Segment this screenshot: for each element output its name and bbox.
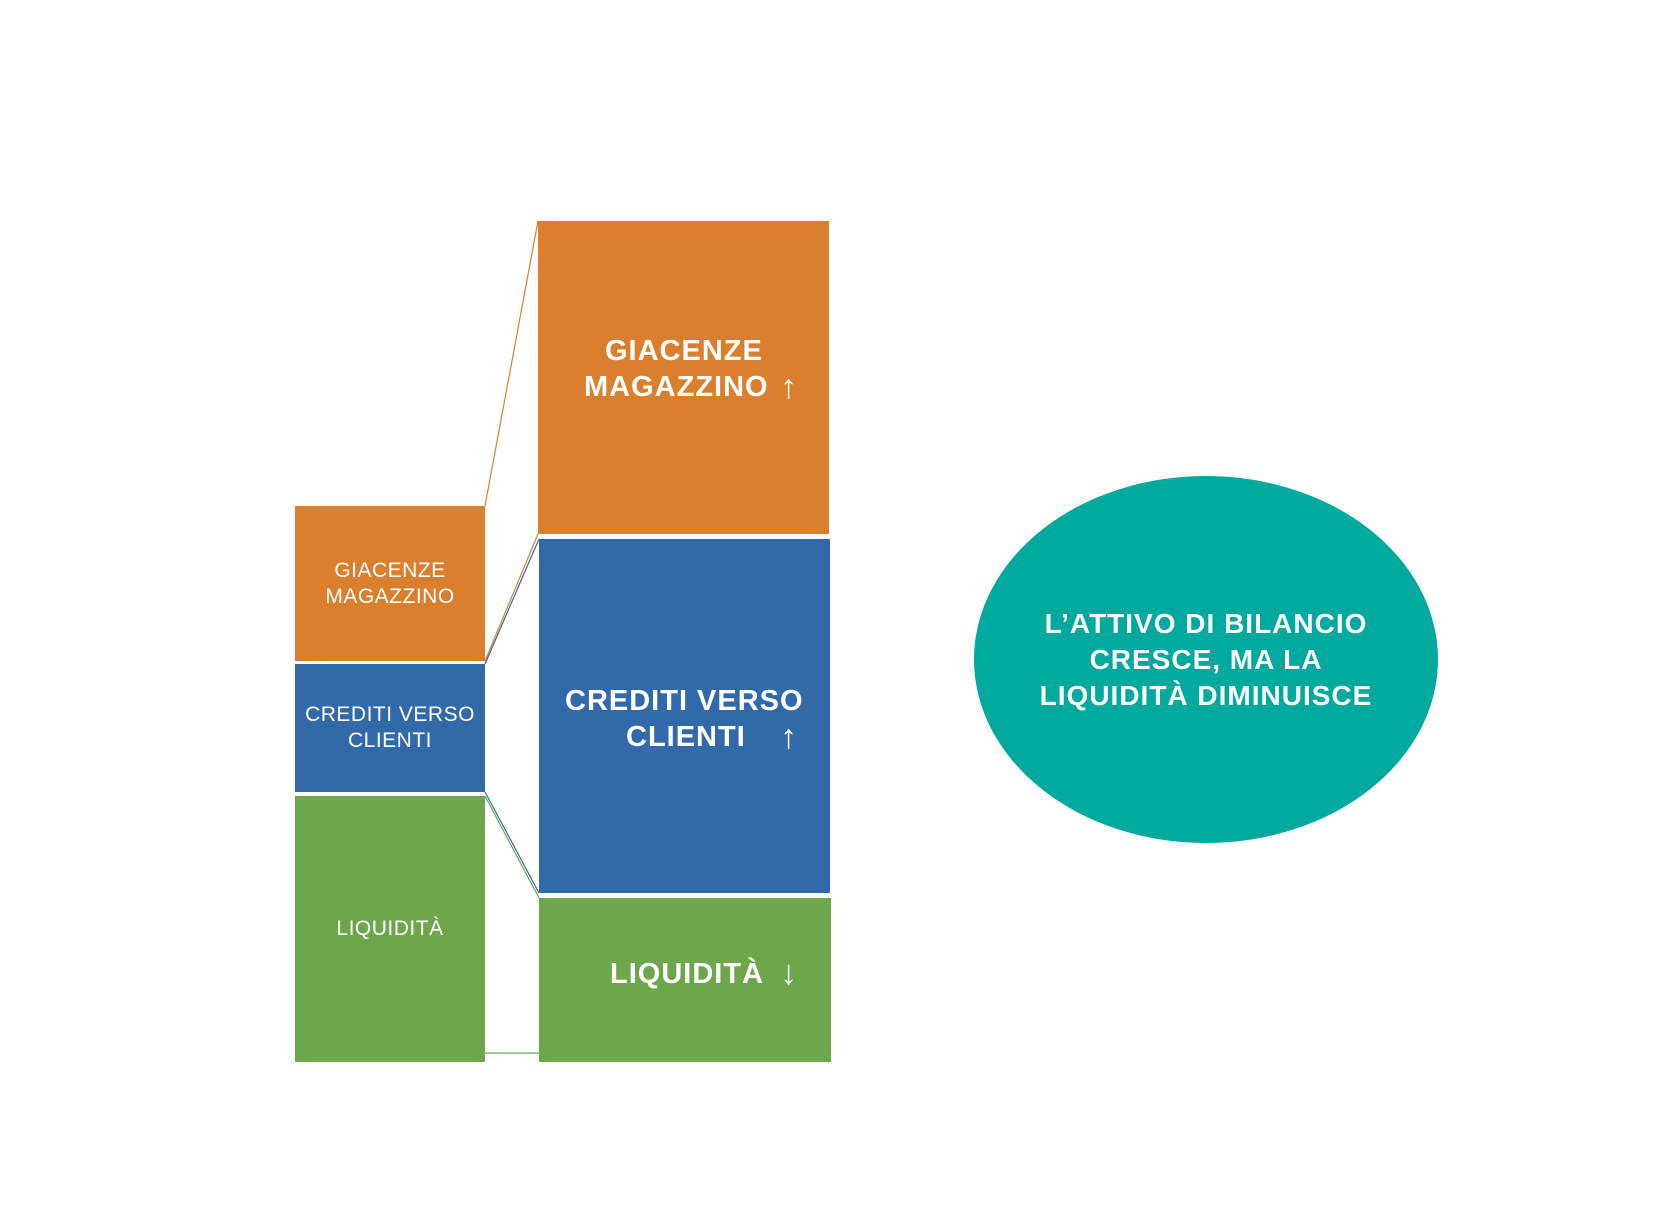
after-giacenze-label-line1: GIACENZE <box>605 335 763 367</box>
after-crediti-label-line1: CREDITI VERSO <box>565 685 804 717</box>
before-liquidita-block: LIQUIDITÀ <box>295 796 485 1062</box>
after-crediti-label-line2: CLIENTI <box>626 721 746 753</box>
arrow-up-icon: ↑ <box>780 368 798 406</box>
connector-giacenze-top <box>484 220 539 507</box>
connector-crediti-bottom <box>484 791 540 894</box>
after-liquidita-block <box>539 898 831 1062</box>
before-crediti-label: CREDITI VERSO CLIENTI <box>305 703 475 752</box>
arrow-down-icon: ↓ <box>780 954 798 992</box>
before-giacenze-block: GIACENZE MAGAZZINO <box>295 506 485 661</box>
after-giacenze-block <box>538 221 829 534</box>
conclusion-ellipse: L’ATTIVO DI BILANCIO CRESCE, MA LA LIQUI… <box>974 476 1438 843</box>
after-crediti-block <box>539 539 830 893</box>
after-giacenze-label-line2: MAGAZZINO <box>584 371 769 403</box>
connector-giacenze-bottom <box>484 533 539 662</box>
before-giacenze-label: GIACENZE MAGAZZINO <box>325 558 455 608</box>
connector-liquidita-top <box>484 795 540 899</box>
conclusion-text: L’ATTIVO DI BILANCIO CRESCE, MA LA LIQUI… <box>1039 607 1373 711</box>
arrow-up-icon: ↑ <box>780 718 798 756</box>
connector-crediti-top <box>484 538 540 665</box>
before-liquidita-label: LIQUIDITÀ <box>336 917 444 940</box>
before-crediti-block: CREDITI VERSO CLIENTI <box>295 664 485 792</box>
after-liquidita-label: LIQUIDITÀ <box>610 958 764 990</box>
